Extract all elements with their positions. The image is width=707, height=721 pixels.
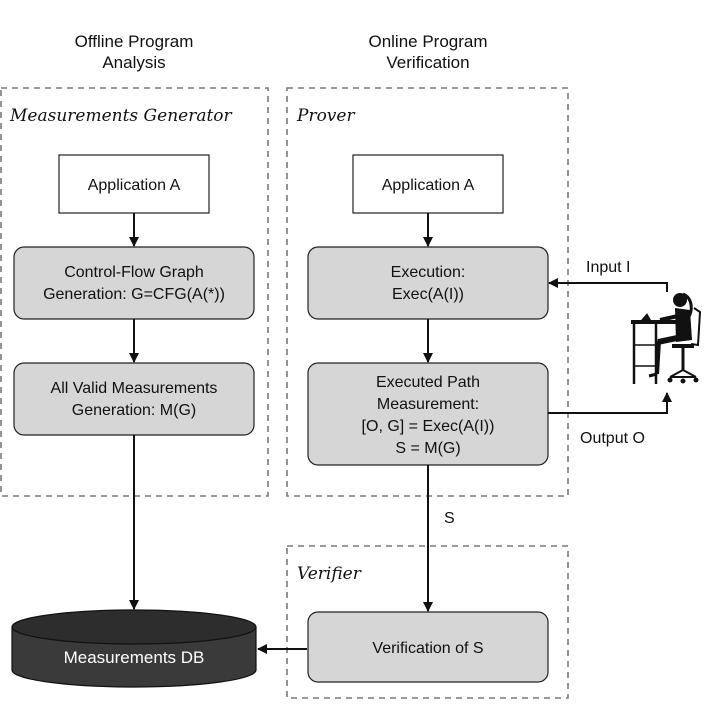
verifier-label: Verifier — [297, 564, 362, 584]
application-a-online-box — [352, 154, 504, 214]
arrow-output-to-user — [548, 392, 672, 414]
cfg-generation-text-line1: Control-Flow Graph — [64, 264, 204, 281]
verification-text: Verification of S — [372, 640, 483, 657]
column-title-online-line2: Verification — [386, 53, 469, 72]
execution-text-line2: Exec(A(I)) — [392, 286, 464, 303]
person-at-desk-icon — [631, 292, 702, 384]
column-title-offline-line2: Analysis — [102, 53, 165, 72]
execution-text-line1: Execution: — [391, 264, 466, 281]
measurements-db-label: Measurements DB — [64, 648, 205, 667]
arrow-input-to-execution — [548, 278, 668, 292]
application-a-offline-text: Application A — [88, 177, 181, 194]
valid-measurements-text-line1: All Valid Measurements — [51, 380, 218, 397]
valid-measurements-text-line2: Generation: M(G) — [72, 402, 196, 419]
executed-path-text-line1: Executed Path — [376, 374, 480, 391]
column-title-online-line1: Online Program — [368, 32, 487, 51]
application-a-online-text: Application A — [382, 177, 475, 194]
verification-box — [307, 611, 549, 683]
measurements-db-cylinder — [11, 609, 257, 688]
column-title-offline-line1: Offline Program — [75, 32, 194, 51]
executed-path-text-line4: S = M(G) — [395, 440, 460, 457]
executed-path-text-line3: [O, G] = Exec(A(I)) — [362, 418, 495, 435]
prover-label: Prover — [296, 106, 355, 126]
measurements-generator-label: Measurements Generator — [9, 106, 233, 126]
execution-box — [307, 246, 549, 320]
cfg-generation-text-line2: Generation: G=CFG(A(*)) — [43, 286, 225, 303]
cfg-generation-box — [13, 246, 255, 320]
valid-measurements-box — [13, 362, 255, 436]
edge-label-input: Input I — [586, 259, 630, 276]
application-a-offline-box — [58, 154, 210, 214]
edge-label-output: Output O — [580, 430, 645, 447]
edge-label-s: S — [444, 510, 455, 527]
verifier-group — [286, 545, 569, 699]
executed-path-text-line2: Measurement: — [377, 396, 479, 413]
